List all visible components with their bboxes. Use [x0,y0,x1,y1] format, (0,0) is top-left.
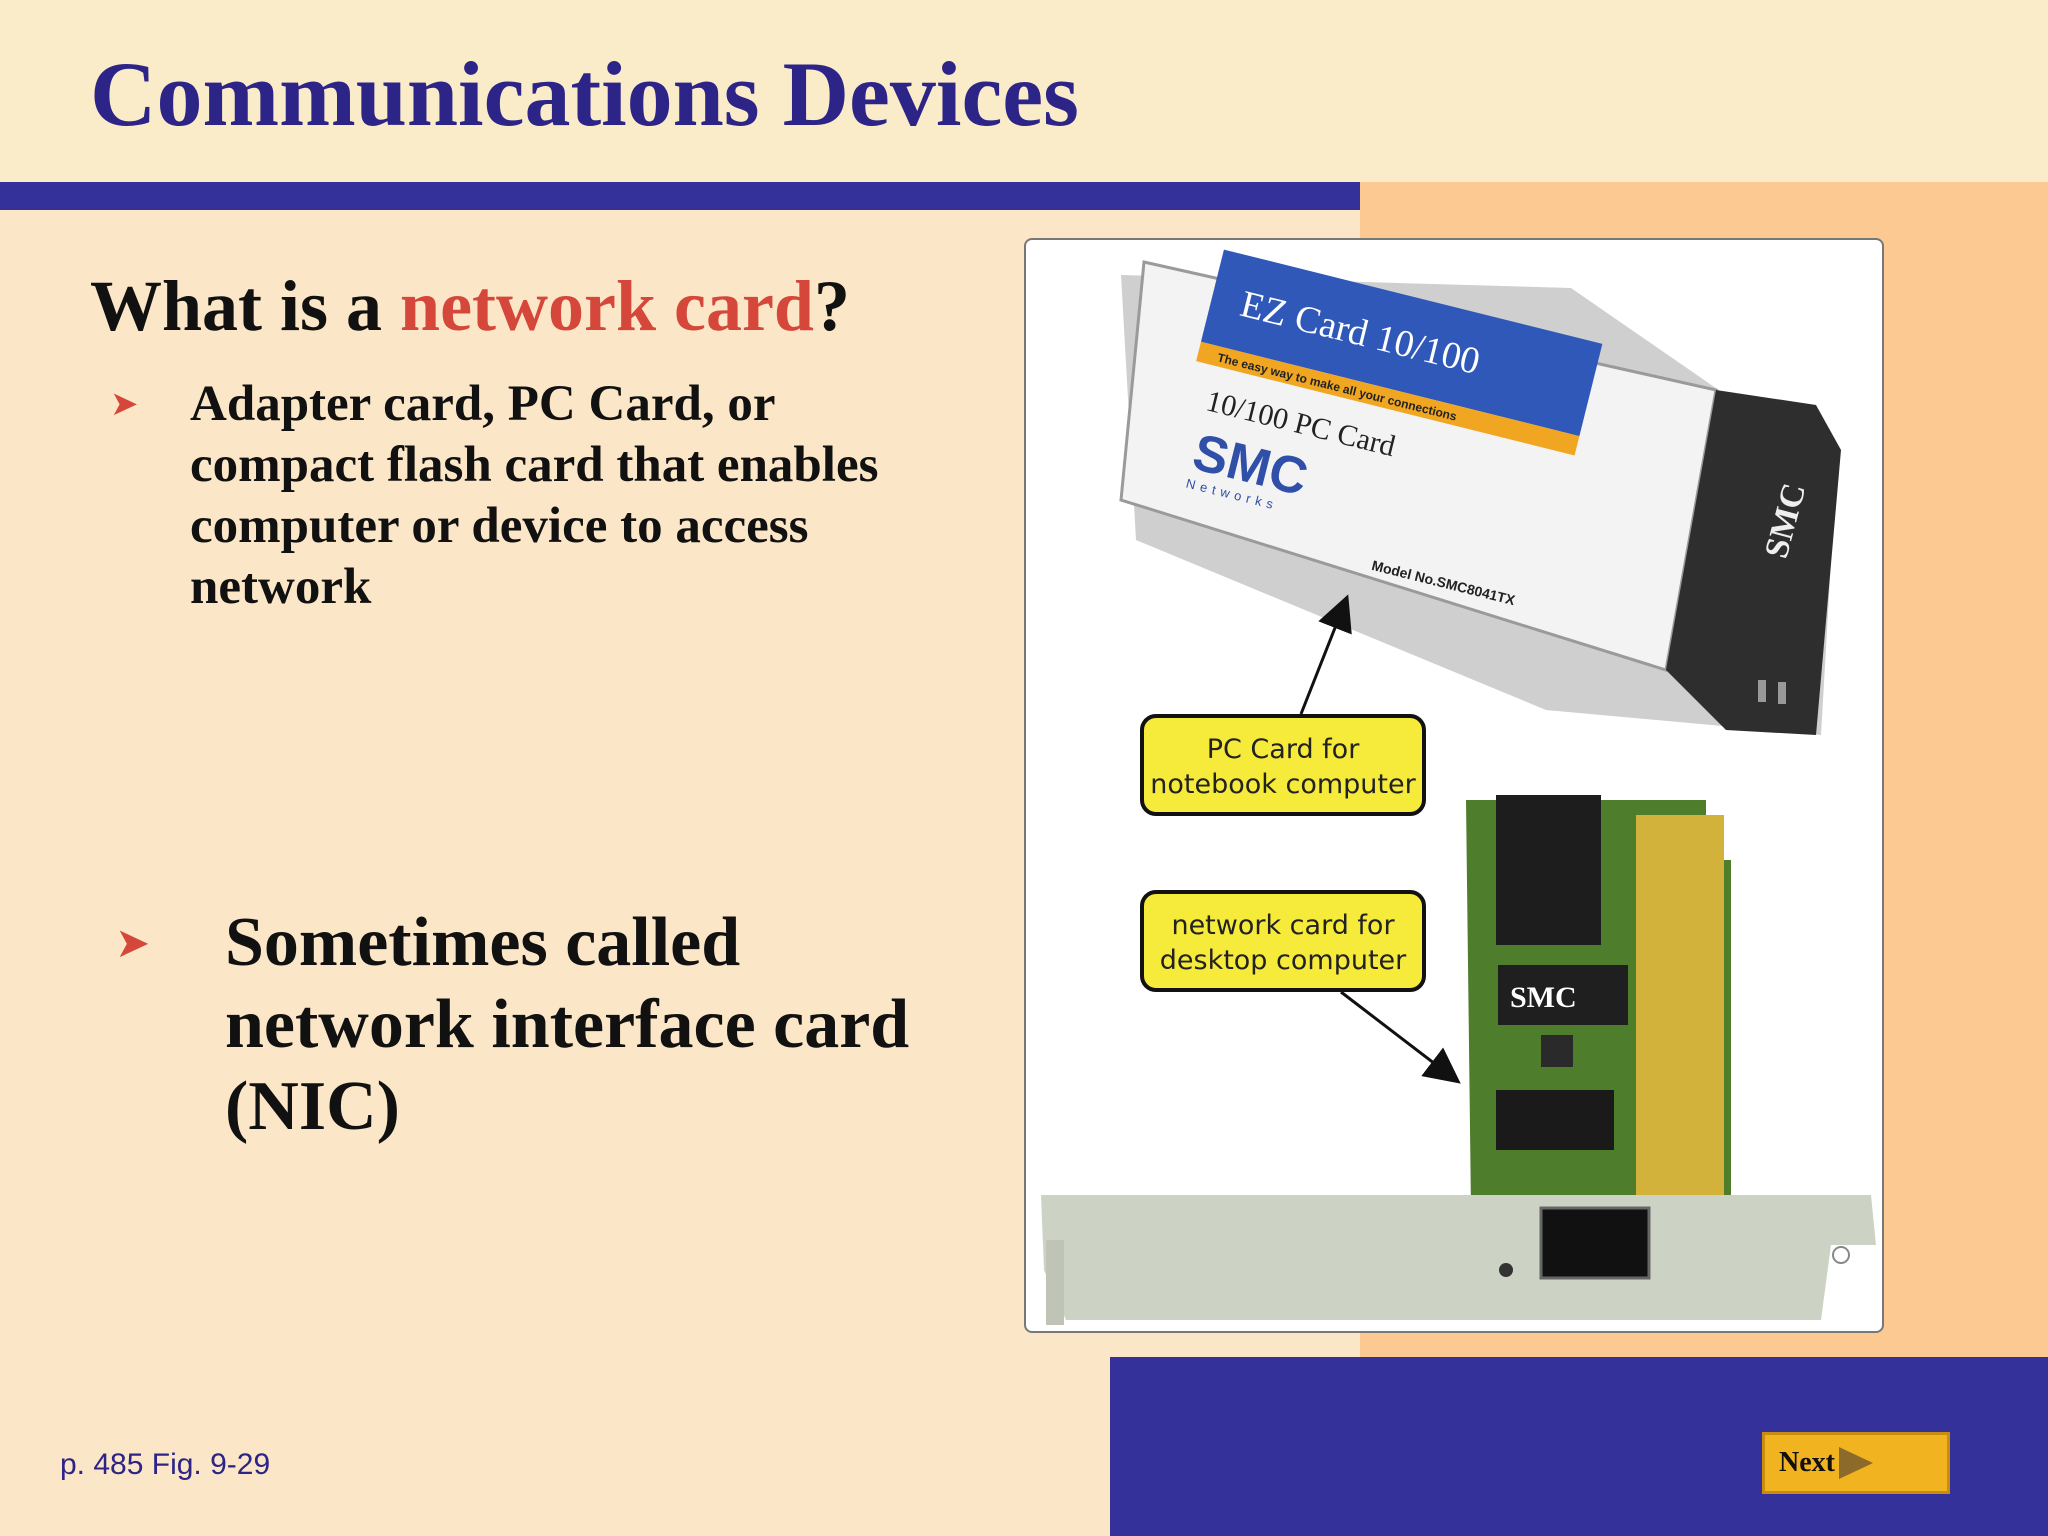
callout-pc-card-line1: PC Card for [1207,734,1360,765]
callout-nic-line2: desktop computer [1160,945,1407,976]
bullet-alias: ➤ Sometimes called network interface car… [115,902,995,1148]
figure-reference: p. 485 Fig. 9-29 [60,1448,271,1481]
nic-image: SMC [1041,795,1876,1325]
next-button[interactable]: Next [1762,1432,1950,1494]
nic-chip-brand: SMC [1510,981,1577,1014]
callout-pc-card: PC Card for notebook computer [1140,594,1426,816]
arrow-bullet-icon: ➤ [115,921,151,967]
bullet-alias-text: Sometimes called network interface card … [225,904,910,1145]
callout-pc-card-line2: notebook computer [1150,769,1416,800]
callout-nic-line1: network card for [1171,910,1395,941]
play-arrow-icon [1838,1447,1873,1479]
title-band [0,0,2048,182]
network-card-illustration: EZ Card 10/100 The easy way to make all … [1041,249,1876,1325]
arrow-bullet-icon: ➤ [110,386,139,423]
next-button-label: Next [1779,1447,1835,1478]
question-prefix: What is a [90,266,401,346]
question-heading: What is a network card? [90,270,850,342]
page-title: Communications Devices [90,43,1079,145]
bullet-definition-text: Adapter card, PC Card, or compact flash … [190,376,879,615]
pc-card-image: EZ Card 10/100 The easy way to make all … [1119,249,1841,735]
question-suffix: ? [813,266,850,346]
callout-nic: network card for desktop computer [1140,890,1461,1084]
bullet-definition: ➤ Adapter card, PC Card, or compact flas… [110,374,960,618]
network-card-figure: EZ Card 10/100 The easy way to make all … [1024,238,1884,1333]
title-underline-bar [0,182,1360,210]
question-highlight: network card [400,266,814,346]
